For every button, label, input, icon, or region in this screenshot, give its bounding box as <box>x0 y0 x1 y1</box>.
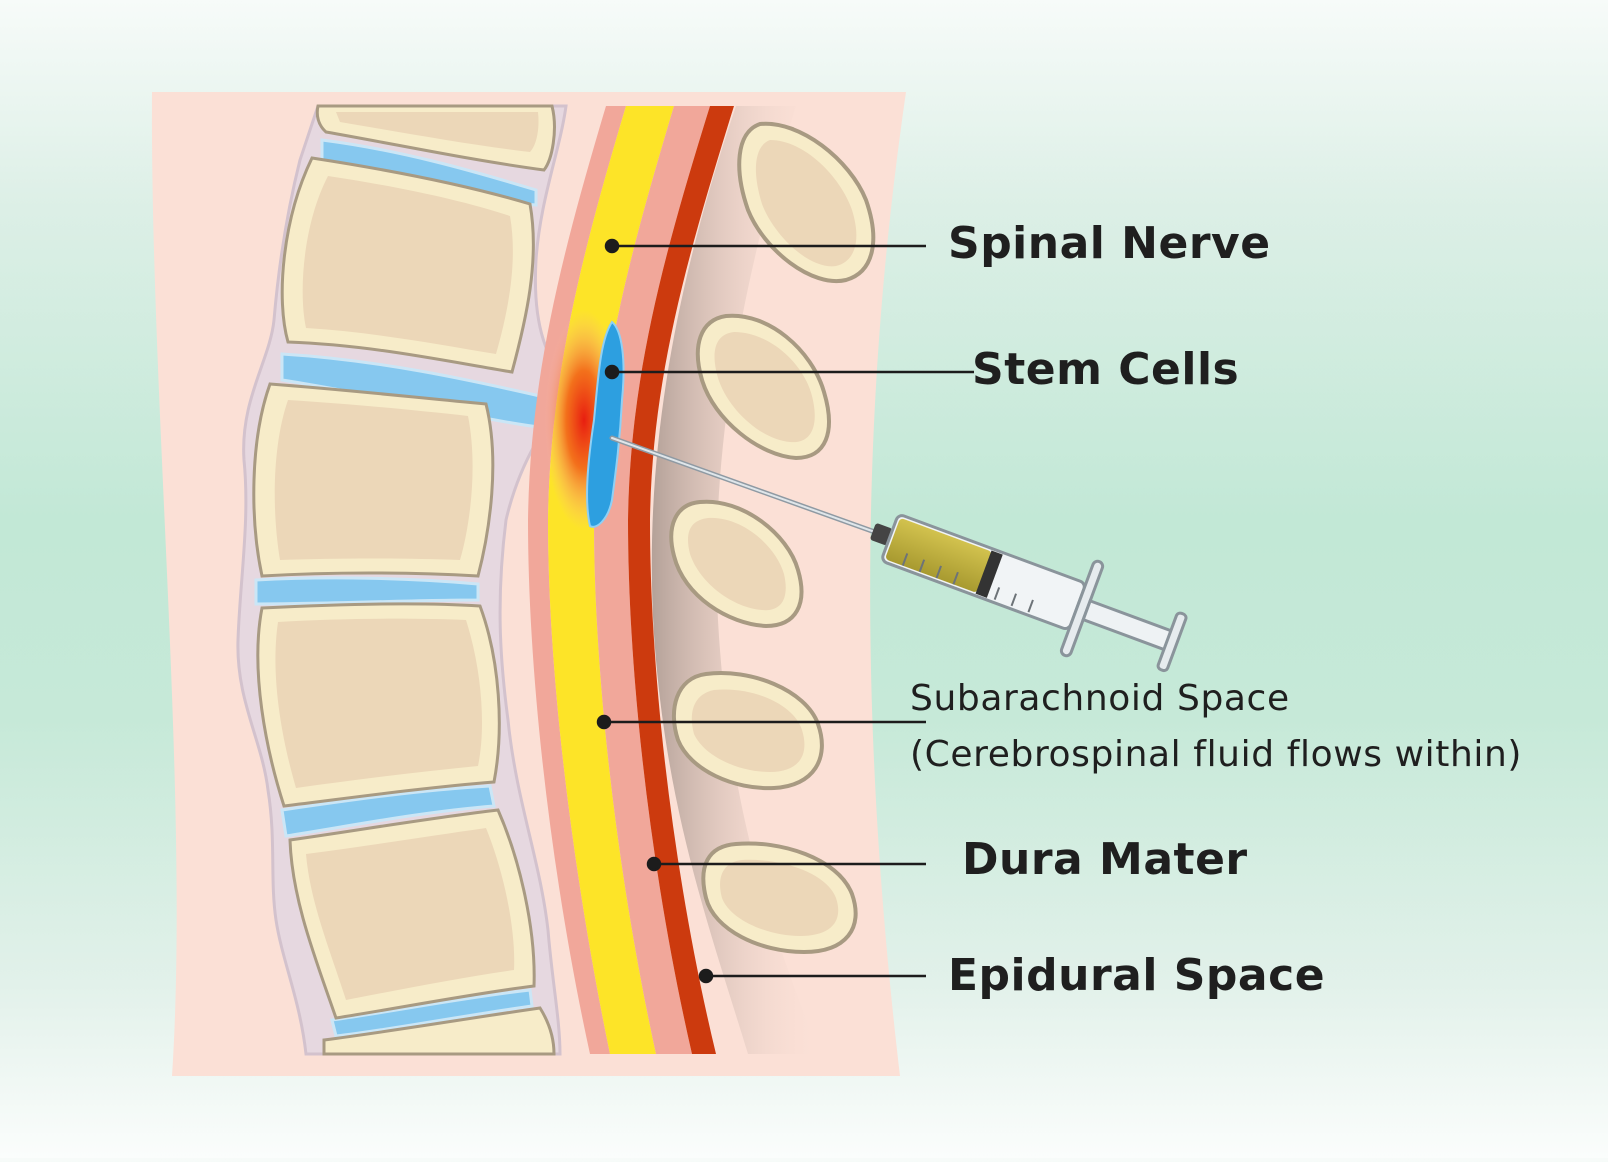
vertebra-6 <box>322 1006 556 1056</box>
disc-4 <box>280 784 496 838</box>
vertebra-2 <box>280 156 535 374</box>
syringe-hub <box>870 523 893 545</box>
syringe-fluid <box>886 518 991 592</box>
spinous-processes <box>669 121 876 955</box>
label-subarachnoid-line2: (Cerebrospinal fluid flows within) <box>910 734 1523 775</box>
disc-3 <box>254 576 480 606</box>
dura-shadow <box>651 106 820 1054</box>
vertebra-5 <box>288 808 536 1020</box>
spinous-process-5 <box>701 841 858 955</box>
spinous-process-1 <box>737 121 876 284</box>
leader-lines <box>596 238 974 984</box>
syringe-plunger-seal <box>975 550 1003 598</box>
label-epidural-space: Epidural Space <box>948 950 1326 1001</box>
pia-outer <box>528 106 626 1054</box>
spinous-process-4 <box>671 671 824 791</box>
dura-layer <box>628 106 734 1054</box>
label-subarachnoid-line1: Subarachnoid Space <box>910 678 1290 719</box>
label-spinal-nerve: Spinal Nerve <box>948 218 1271 269</box>
spinous-process-3 <box>669 499 804 629</box>
discs <box>254 138 560 1038</box>
disc-5 <box>330 988 534 1038</box>
label-dura-mater: Dura Mater <box>962 834 1248 885</box>
syringe-plunger-rod <box>1081 598 1175 653</box>
spinous-process-2 <box>695 313 831 461</box>
vertebra-4 <box>256 602 501 808</box>
syringe <box>609 435 1188 673</box>
vertebra-3 <box>252 382 495 578</box>
vertebra-1 <box>315 104 556 172</box>
vertebrae <box>252 104 556 1056</box>
subarachnoid-layer <box>594 106 710 1054</box>
syringe-thumb-press <box>1156 611 1188 673</box>
label-stem-cells: Stem Cells <box>972 344 1240 395</box>
